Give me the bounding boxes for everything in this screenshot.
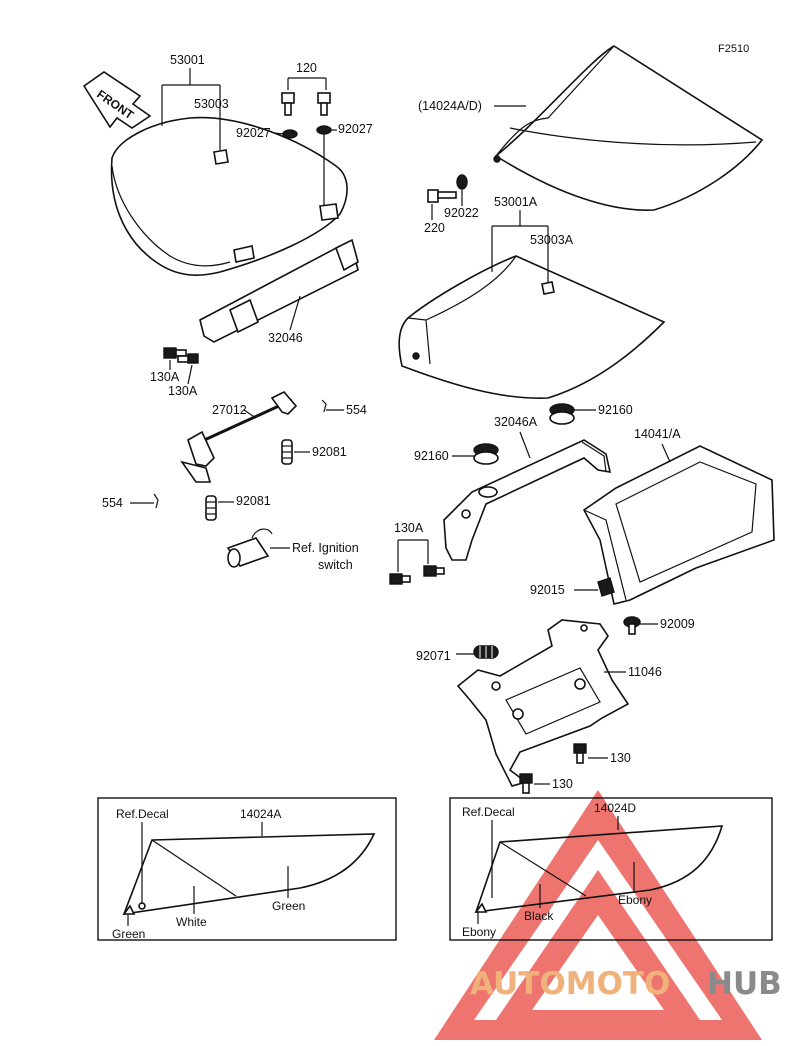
screw-92009-icon [623, 616, 641, 635]
bracket-11046 [456, 619, 630, 787]
decal-box-14024A [97, 797, 397, 941]
label-92022: 92022 [444, 206, 479, 220]
label-220: 220 [424, 221, 445, 235]
label-32046: 32046 [268, 331, 303, 345]
front-seat-53001 [110, 116, 348, 276]
label-53003: 53003 [194, 97, 229, 111]
washer-92022-icon [456, 174, 468, 190]
bolt-130A-right-icon [389, 565, 445, 585]
decal-right-color-black: Black [524, 909, 554, 923]
rear-seat-53001A [398, 255, 666, 399]
watermark-text-hub: HUB [707, 966, 782, 1002]
label-130-right: 130 [610, 751, 631, 765]
label-554-top: 554 [346, 403, 367, 417]
seat-lock-rod-27012 [180, 391, 298, 483]
label-130-bottom: 130 [552, 777, 573, 791]
ignition-switch-icon [226, 528, 273, 568]
label-92081-top: 92081 [312, 445, 347, 459]
label-92081-bottom: 92081 [236, 494, 271, 508]
label-27012: 27012 [212, 403, 247, 417]
ref-ignition-switch-line2: switch [318, 558, 353, 572]
label-92009: 92009 [660, 617, 695, 631]
decal-left-color-green-tip: Green [112, 927, 145, 941]
label-92027-left: 92027 [236, 126, 271, 140]
label-11046: 11046 [628, 665, 662, 679]
figure-code: F2510 [718, 43, 749, 55]
label-92160-right: 92160 [598, 403, 633, 417]
tail-cover-14041A [582, 445, 775, 605]
decal-left-color-green-body: Green [272, 899, 305, 913]
label-92071: 92071 [416, 649, 451, 663]
grommet-92160-right-icon [549, 403, 575, 425]
seat-cover-14024AD [493, 45, 764, 211]
decal-right-color-ebony-tip: Ebony [462, 925, 496, 939]
front-arrow-icon: FRONT [82, 71, 152, 129]
bolt-220-icon [427, 189, 457, 203]
decal-left-color-white: White [176, 915, 207, 929]
decal-left-part: 14024A [240, 807, 281, 821]
decal-left-ref: Ref.Decal [116, 807, 169, 821]
decal-right-color-ebony-body: Ebony [618, 893, 652, 907]
watermark-text-automoto: AUTOMOTO [470, 966, 670, 1002]
label-130A-1: 130A [150, 370, 180, 384]
label-14024AD: (14024A/D) [418, 99, 482, 113]
clip-92015-icon [597, 577, 615, 597]
bracket-32046A [443, 439, 612, 561]
label-554-bottom: 554 [102, 496, 123, 510]
bolt-130-bottom-icon [519, 773, 533, 794]
spring-92081-bottom-icon [205, 495, 217, 521]
bolt-130A-left-icon [163, 347, 199, 364]
label-92015: 92015 [530, 583, 565, 597]
label-14041A: 14041/A [634, 427, 681, 441]
label-92160-left: 92160 [414, 449, 449, 463]
bolt-120-icon [281, 92, 331, 116]
decal-right-part: 14024D [594, 801, 636, 815]
label-53003A: 53003A [530, 233, 574, 247]
label-130A-3: 130A [394, 521, 424, 535]
clip-554-bottom-icon [153, 493, 159, 509]
bracket-32046 [199, 238, 359, 343]
decal-right-ref: Ref.Decal [462, 805, 515, 819]
clip-554-top-icon [321, 399, 327, 413]
decal-box-14024D [449, 797, 773, 941]
watermark-logo-icon [434, 790, 762, 1040]
spring-92081-top-icon [281, 439, 293, 465]
label-32046A: 32046A [494, 415, 538, 429]
label-120: 120 [296, 61, 317, 75]
label-92027-right: 92027 [338, 122, 373, 136]
ref-ignition-switch-line1: Ref. Ignition [292, 541, 359, 555]
bolt-130-right-icon [573, 743, 587, 764]
grommet-92160-left-icon [473, 443, 499, 465]
label-130A-2: 130A [168, 384, 198, 398]
label-53001: 53001 [170, 53, 205, 67]
damper-92071-icon [473, 645, 499, 659]
label-53001A: 53001A [494, 195, 538, 209]
